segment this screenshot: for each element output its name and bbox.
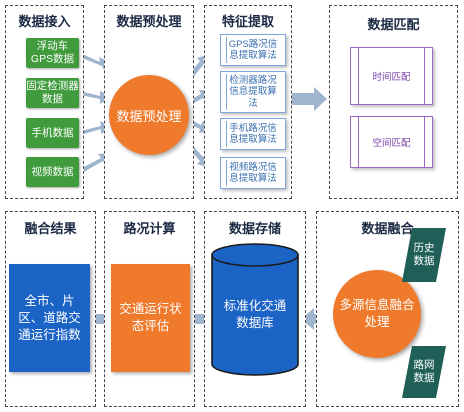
preprocess-node-label: 数据预处理 (116, 108, 182, 124)
feature-video-line2: 息提取算法 (229, 173, 277, 184)
traffic-calc-line1: 交通运行状 (119, 302, 182, 316)
feature-gps: GPS路况信息提取算法 (220, 34, 286, 66)
network-line1: 路网 (413, 359, 435, 371)
network-data-label: 路网数据 (408, 350, 440, 394)
database-line1: 标准化交通 (223, 299, 287, 313)
fusion-node: 多源信息融合处理 (333, 270, 421, 358)
fusion-node-line1: 多源信息融合 (339, 298, 415, 312)
gps-line2: GPS数据 (30, 53, 75, 65)
feature-video-line1: 视频路况信 (229, 161, 277, 173)
feature-gps-line1: GPS路况信 (228, 38, 278, 50)
database-line2: 数据库 (236, 316, 274, 330)
time-matching-label: 时间匹配 (372, 72, 411, 83)
network-line2: 数据 (413, 372, 435, 384)
panel-title-feature: 特征提取 (221, 14, 274, 29)
panel-title-traffic-calc: 路况计算 (123, 221, 176, 236)
input-phone-data: 手机数据 (26, 118, 79, 148)
history-data-label: 历史数据 (408, 232, 440, 278)
arrow-gps-to-preprocess (80, 53, 111, 70)
detector-line2: 数据 (42, 93, 63, 105)
result-box: 全市、片区、道路交通运行指数 (9, 264, 90, 372)
panel-title-storage: 数据存储 (228, 221, 281, 236)
feature-detector-line2: 信息提取算 (229, 86, 277, 98)
detector-line1: 固定检测器 (26, 80, 79, 92)
feature-video: 视频路况信息提取算法 (220, 157, 286, 189)
panel-title-fusion: 数据融合 (361, 221, 414, 236)
space-matching: 空间匹配 (350, 116, 433, 168)
video-line1: 视频数据 (31, 165, 74, 178)
feature-gps-line2: 息提取算法 (229, 50, 277, 61)
feature-detector: 检测器路况信息提取算法 (220, 71, 286, 113)
feature-phone: 手机路况信息提取算法 (220, 118, 286, 150)
result-line3: 通运行指数 (18, 327, 81, 342)
input-detector-data: 固定检测器数据 (26, 78, 79, 108)
database-label: 标准化交通数据库 (212, 285, 298, 345)
history-line2: 数据 (413, 255, 435, 267)
gps-line1: 浮动车 (36, 40, 69, 52)
feature-detector-line1: 检测器路况 (229, 74, 277, 86)
result-line2: 区、道路交 (18, 310, 81, 325)
feature-phone-line1: 手机路况信 (229, 122, 277, 134)
panel-title-matching: 数据匹配 (367, 17, 420, 32)
panel-title-result: 融合结果 (24, 221, 77, 236)
panel-title-data-access: 数据接入 (18, 14, 71, 29)
traffic-calc-line2: 态评估 (131, 319, 170, 333)
feature-phone-line2: 息提取算法 (229, 134, 277, 145)
arrow-feature-to-matching (292, 87, 327, 111)
input-video-data: 视频数据 (26, 157, 79, 187)
preprocess-node: 数据预处理 (109, 75, 189, 155)
time-matching: 时间匹配 (350, 47, 433, 105)
feature-detector-line3: 法 (248, 97, 258, 109)
space-matching-label: 空间匹配 (372, 138, 411, 149)
fusion-node-line2: 处理 (364, 315, 390, 329)
panel-title-preprocess: 数据预处理 (116, 14, 182, 29)
result-line1: 全市、片 (24, 293, 75, 308)
phone-line1: 手机数据 (31, 126, 74, 139)
traffic-calc-box: 交通运行状态评估 (111, 264, 190, 372)
history-line1: 历史 (413, 242, 435, 254)
